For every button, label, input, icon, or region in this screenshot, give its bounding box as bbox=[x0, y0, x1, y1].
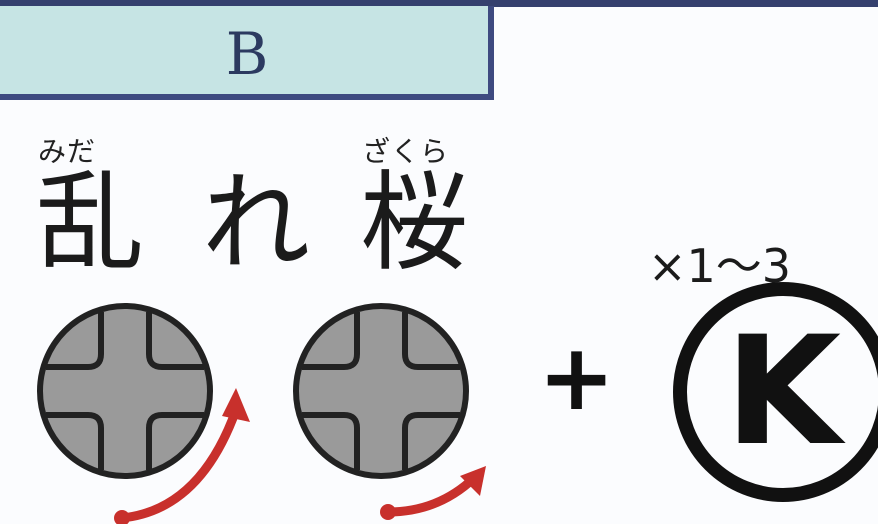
dpad-icon bbox=[293, 303, 469, 479]
dpad-icon bbox=[37, 303, 213, 479]
top-border bbox=[0, 0, 878, 7]
move-name-char-1: 乱 bbox=[36, 161, 145, 286]
ruby-reading-midare: みだ bbox=[38, 135, 97, 168]
section-label: B bbox=[225, 20, 269, 88]
ruby-reading-zakura: ざくら bbox=[362, 135, 450, 168]
rotate-arrow-icon bbox=[380, 466, 486, 520]
move-name-char-2: れ bbox=[202, 161, 311, 286]
rotate-arrow-icon bbox=[114, 388, 250, 524]
k-button-icon: K bbox=[673, 282, 878, 502]
k-button-label: K bbox=[724, 305, 842, 479]
plus-sign: + bbox=[538, 324, 616, 431]
move-name-char-3: 桜 bbox=[360, 161, 469, 286]
section-header: B bbox=[0, 6, 494, 100]
